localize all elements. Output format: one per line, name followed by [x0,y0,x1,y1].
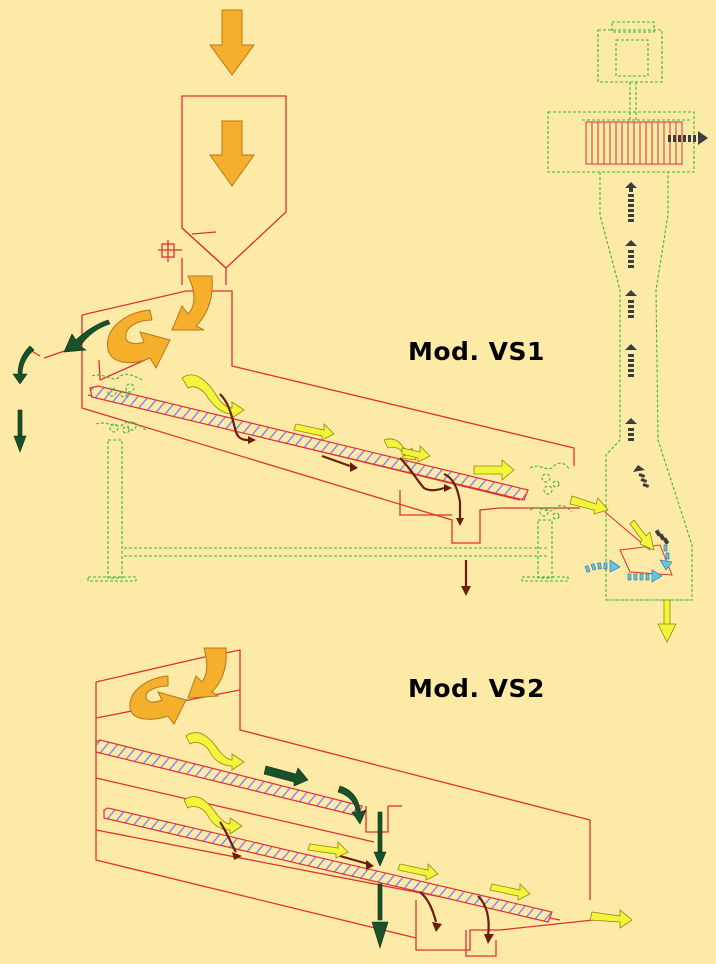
heavy-fraction-arrow-icon [248,436,471,596]
discard-arrow-icon [263,765,389,950]
discard-arrow-icon [12,319,111,453]
vs2-lower-sieve-deck [103,807,553,923]
vs1-support-frame [87,373,573,582]
feed-arrow-icon [107,275,213,370]
product-arrow-icon [181,374,677,643]
heavy-fraction-arrow-icon [219,821,490,937]
heavy-fraction-arrow-icon [232,852,494,944]
air-flow-arrow-icon [625,131,708,545]
aspiration-cyclone [547,21,695,601]
feed-hopper [158,95,287,285]
fan-icon [585,121,683,165]
vs1-sieve-deck [89,385,529,501]
air-return-arrow-icon [584,544,673,583]
feed-arrow-icon [209,120,255,187]
feed-arrow-icon [209,9,255,76]
heavy-fraction-arrow-icon [219,393,468,588]
model-label-vs2: Mod. VS2 [408,674,545,703]
product-arrow-icon [183,732,633,929]
motor-icon [597,29,663,83]
model-label-vs1: Mod. VS1 [408,337,545,366]
feed-arrow-icon [129,647,227,725]
